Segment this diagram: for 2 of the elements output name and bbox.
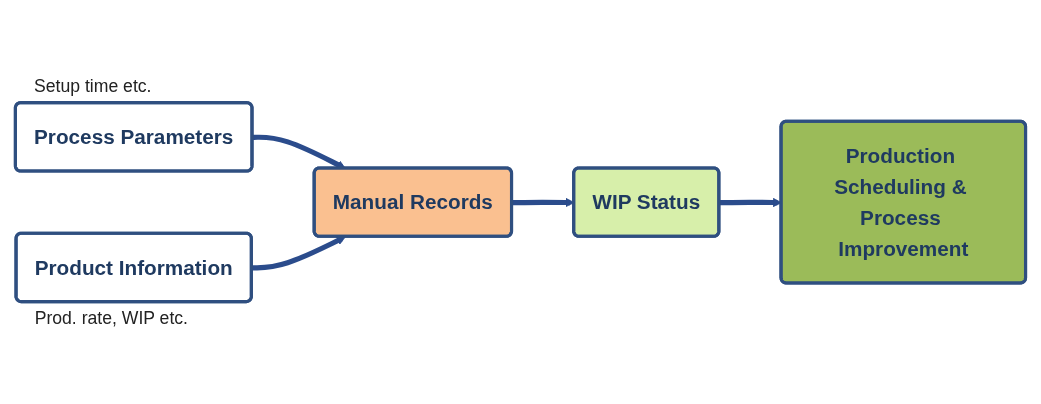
node-label: Setup time etc. — [34, 75, 152, 96]
node-label: Prod. rate, WIP etc. — [34, 308, 189, 329]
